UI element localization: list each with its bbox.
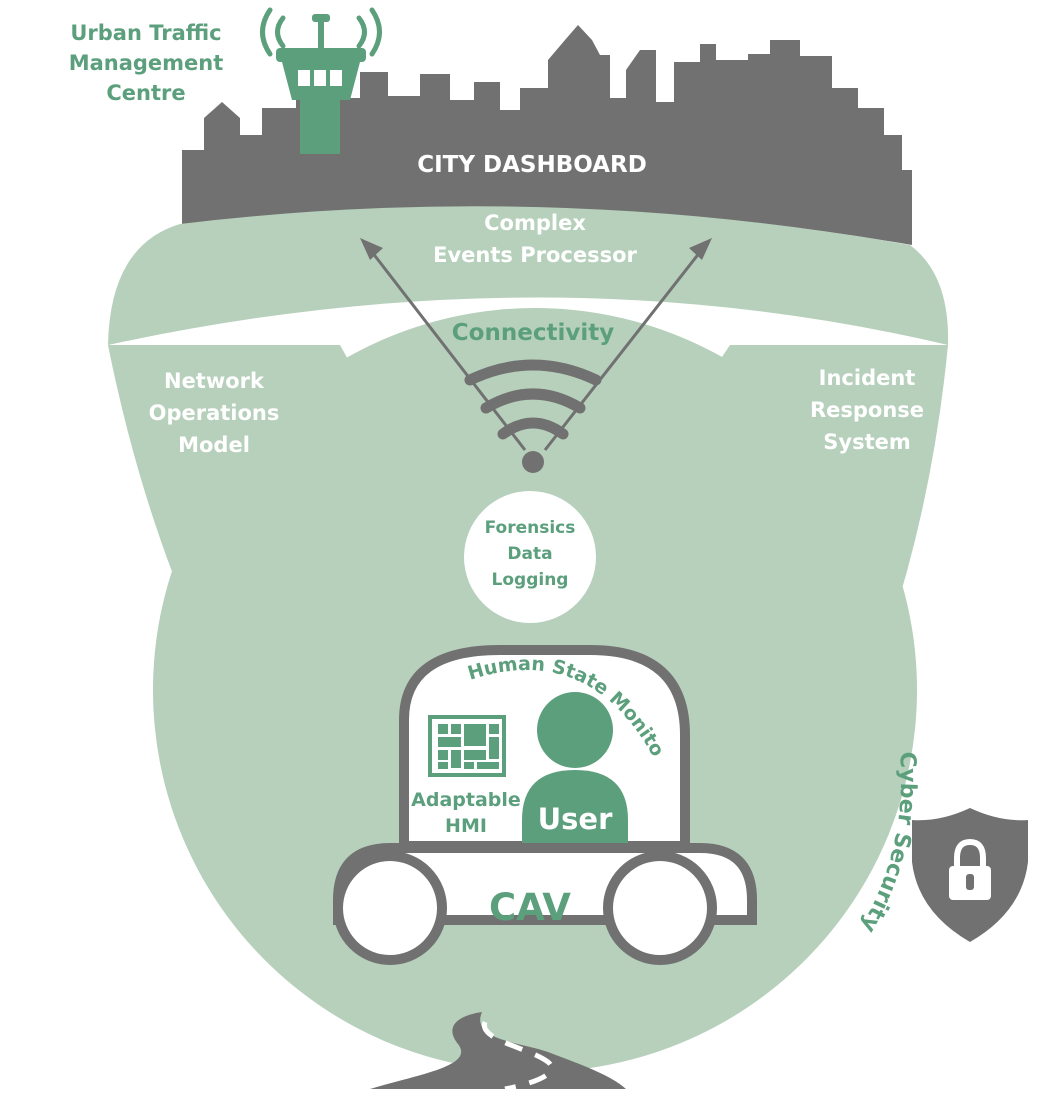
road [370, 1012, 626, 1092]
hmi-grid-icon [428, 715, 506, 777]
hmi-label-line1: Adaptable [411, 789, 521, 811]
connectivity-label: Connectivity [452, 320, 614, 346]
arrow-right-head [689, 238, 712, 260]
hmi-label-line2: HMI [445, 815, 487, 837]
tower-antenna [312, 14, 330, 22]
forensics-line1: Forensics [485, 518, 576, 538]
arrow-right-shaft [543, 251, 702, 451]
hmi-cell [451, 724, 461, 734]
incident-line2: Response [810, 398, 924, 422]
hmi-cell [438, 724, 448, 734]
wifi-arc-outer [464, 359, 602, 386]
user-icon: User [522, 692, 628, 846]
road-markings [482, 1021, 554, 1092]
city-dashboard-label: CITY DASHBOARD [417, 152, 647, 178]
network-line2: Operations [149, 401, 280, 425]
skyline-silhouette [182, 25, 912, 245]
lock-keyhole [966, 874, 974, 890]
network-line3: Model [178, 433, 250, 457]
utmc-label-line1: Urban Traffic [70, 21, 221, 45]
signal-wave-right-outer [369, 7, 382, 57]
forensics-line2: Data [507, 544, 552, 564]
signal-wave-left-inner [275, 15, 286, 49]
incident-line1: Incident [819, 366, 916, 390]
hmi-cell [489, 724, 499, 734]
data-flow-arrows [360, 238, 712, 451]
wifi-arc-inner [497, 417, 569, 440]
forensics-bubble [464, 491, 596, 623]
road-surface [370, 1012, 626, 1089]
user-head [537, 692, 613, 768]
hmi-cell [451, 750, 461, 768]
arrow-left-shaft [370, 251, 527, 451]
hmi-cell [438, 737, 461, 747]
complex-events-line1: Complex [484, 211, 586, 235]
user-body [522, 770, 628, 846]
wifi-dot [522, 451, 544, 473]
tower-window-3 [330, 70, 342, 86]
hmi-cell [464, 750, 486, 760]
lock-shackle [954, 838, 986, 868]
wifi-arc-middle [480, 388, 586, 414]
forensics-line3: Logging [492, 570, 569, 590]
hmi-cell [464, 724, 486, 746]
complex-events-processor-band [108, 206, 949, 345]
cav-label: CAV [489, 886, 571, 929]
tower-shaft [300, 98, 340, 154]
user-label: User [538, 802, 613, 836]
network-line1: Network [164, 369, 265, 393]
hmi-cell [489, 737, 499, 759]
utmc-label-line3: Centre [106, 81, 185, 105]
padlock-shield-icon [912, 808, 1028, 942]
tower-window-1 [298, 70, 310, 86]
wheel-left [333, 851, 447, 965]
signal-wave-left-outer [260, 7, 273, 57]
hmi-cell [464, 762, 474, 769]
tower-mast [318, 20, 324, 48]
hmi-cell [438, 750, 448, 760]
tower-cab-bar [276, 48, 366, 62]
city-skyline: CITY DASHBOARD [182, 25, 912, 245]
forensics-data-logging: Forensics Data Logging [464, 491, 596, 623]
arrow-left-head [360, 238, 383, 260]
wifi-icon [464, 359, 602, 473]
control-tower-icon [260, 7, 382, 154]
incident-line3: System [823, 430, 910, 454]
utmc-label-line2: Management [69, 51, 224, 75]
urban-traffic-management-centre: Urban Traffic Management Centre [69, 7, 382, 154]
hmi-cell [477, 762, 499, 769]
tower-window-2 [314, 70, 326, 86]
wheel-right [603, 851, 717, 965]
signal-wave-right-inner [356, 15, 367, 49]
complex-events-line2: Events Processor [433, 243, 637, 267]
hmi-cell [438, 762, 448, 769]
